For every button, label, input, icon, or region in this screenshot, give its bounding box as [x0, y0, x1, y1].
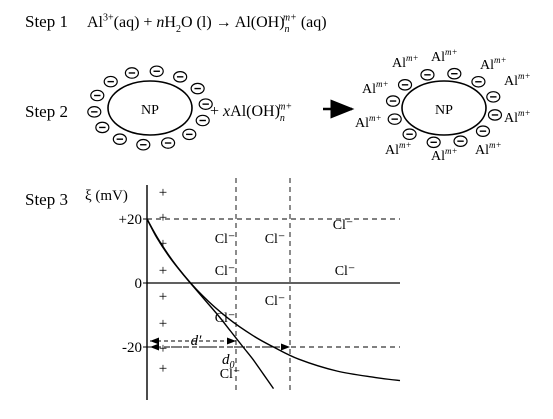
formula-part: n	[285, 24, 290, 35]
particle-label: NP	[141, 103, 159, 118]
step1-label: Step 1	[25, 12, 68, 31]
chloride-ion: Cl⁻	[215, 311, 236, 326]
negative-charge	[385, 95, 401, 107]
negative-charge	[453, 135, 468, 147]
y-tick-label: 0	[135, 276, 143, 292]
adsorbed-al-ion: Alm+	[504, 71, 531, 89]
negative-charge	[420, 69, 435, 81]
adsorbed-al-ion: Alm+	[480, 55, 507, 73]
particle-outline	[107, 80, 193, 136]
negative-charge	[173, 71, 188, 83]
formula-part: (aq) +	[114, 14, 157, 31]
d-prime-arrow	[150, 337, 236, 345]
formula-part: n	[156, 14, 164, 31]
negative-charge	[87, 106, 102, 118]
arrow-head	[150, 343, 159, 351]
surface-positive-charge: +	[159, 236, 167, 252]
negative-charge	[149, 65, 164, 78]
negative-charge	[90, 89, 105, 102]
chloride-ion: Cl⁻	[215, 232, 236, 247]
negative-charge	[124, 67, 140, 79]
formula-part: H	[164, 14, 176, 31]
arrow-head	[227, 337, 236, 345]
adsorbed-al-ion: Alm+	[475, 140, 502, 158]
negative-charge	[198, 98, 213, 110]
formula-part: m+	[278, 101, 292, 112]
nanoparticle-adsorbed: NPAlm+Alm+Alm+Alm+Alm+Alm+Alm+Alm+Alm+Al…	[355, 47, 531, 164]
negative-charge	[426, 136, 441, 149]
formula-part: (aq)	[297, 14, 327, 31]
negative-charge	[190, 82, 205, 95]
negative-charge	[475, 125, 491, 137]
d0-label: d0	[222, 352, 235, 371]
negative-charge	[471, 75, 486, 88]
step1-reaction: Al3+(aq) + nH2O (l) → Al(OH)nm+ (aq)	[87, 12, 327, 35]
negative-charge	[402, 128, 417, 141]
formula-part: n	[280, 113, 285, 124]
surface-positive-charge: +	[159, 263, 167, 279]
formula-part: Al	[87, 14, 104, 31]
step3-label: Step 3	[25, 190, 68, 209]
chloride-ion: Cl⁻	[215, 264, 236, 279]
negative-charge	[112, 133, 127, 145]
y-tick-label: -20	[122, 340, 142, 356]
formula-part: O (l) → Al(OH)	[181, 14, 285, 31]
y-tick-label: +20	[119, 212, 142, 228]
chloride-ion: Cl⁻	[220, 367, 241, 382]
chloride-ion: Cl⁻	[265, 294, 286, 309]
arrow-head	[150, 337, 159, 345]
negative-charge	[160, 137, 176, 149]
negative-charge	[95, 121, 110, 134]
surface-positive-charge: +	[159, 341, 167, 357]
negative-charge	[447, 67, 462, 80]
zeta-potential-plot: ξ (mV) +20 0 -20 + + + + + + + + Cl⁻ Cl⁻ Cl⁻ Cl⁻ Cl⁻ Cl⁻ C…	[85, 178, 401, 400]
particle-label: NP	[435, 103, 453, 118]
d-prime-label: d′	[191, 333, 203, 349]
step2-label: Step 2	[25, 102, 68, 121]
formula-part: 2	[176, 24, 181, 35]
adsorbed-al-ion: Alm+	[355, 113, 382, 131]
negative-charge	[136, 138, 151, 151]
negative-charge	[486, 91, 501, 103]
adsorbed-al-ion: Alm+	[392, 53, 419, 71]
adsorbed-al-ion: Alm+	[431, 47, 458, 65]
formula-part: Al(OH)	[230, 103, 280, 120]
negative-charge	[397, 79, 413, 91]
surface-positive-charge: +	[159, 210, 167, 226]
chloride-ion: Cl⁻	[333, 218, 354, 233]
chloride-ion: Cl⁻	[335, 264, 356, 279]
adsorbed-al-ion: Alm+	[385, 140, 412, 158]
step2-addend: + xAl(OH)nm+	[210, 101, 292, 124]
d0-arrow	[150, 343, 290, 351]
formula-part: 3+	[103, 12, 114, 23]
formula-part: m+	[283, 12, 297, 23]
negative-charge	[487, 109, 503, 121]
potential-curve-2	[146, 218, 275, 390]
adsorbed-al-ion: Alm+	[504, 108, 531, 126]
surface-positive-charge: +	[159, 185, 167, 201]
particle-outline	[401, 80, 487, 136]
surface-positive-charge: +	[159, 361, 167, 377]
nanoparticle-negative: NP	[87, 65, 213, 151]
arrow-head	[281, 343, 290, 351]
chloride-ion: Cl⁻	[265, 232, 286, 247]
negative-charge	[182, 128, 197, 141]
surface-positive-charge: +	[159, 289, 167, 305]
formula-part: +	[210, 103, 223, 120]
negative-charge	[195, 114, 210, 127]
adsorbed-al-ion: Alm+	[431, 146, 458, 164]
adsorbed-al-ion: Alm+	[362, 79, 389, 97]
formula-part: x	[222, 103, 230, 120]
surface-positive-charge: +	[159, 316, 167, 332]
negative-charge	[103, 75, 118, 88]
negative-charge	[387, 113, 402, 125]
y-axis-label: ξ (mV)	[85, 188, 128, 204]
